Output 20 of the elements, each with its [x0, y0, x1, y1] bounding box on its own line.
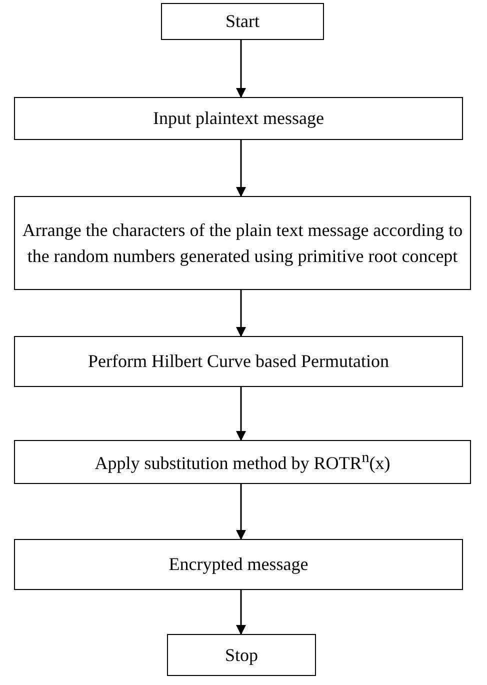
- process-box: [14, 196, 471, 290]
- terminal-box: [167, 634, 316, 676]
- node-text: Apply substitution method by ROTR$^{n}$(x): [94, 448, 390, 475]
- process-box: [14, 539, 463, 590]
- arrow: [236, 40, 246, 98]
- node-text: Perform Hilbert Curve based Permutation: [88, 350, 389, 374]
- arrow: [236, 387, 246, 441]
- node-text: Encrypted message: [168, 553, 308, 576]
- node-text: Start: [226, 10, 260, 34]
- process-box: [14, 440, 471, 484]
- arrow: [236, 290, 246, 337]
- arrow: [236, 484, 246, 540]
- arrow: [236, 140, 246, 197]
- node-text: Stop: [224, 644, 258, 667]
- node-text: Arrange the characters of the plain text message according to the random numbers generated using primitive root concept: [21, 218, 464, 268]
- terminal-box: [161, 3, 324, 40]
- process-box: [14, 97, 463, 140]
- process-box: [14, 336, 463, 387]
- arrow: [236, 590, 246, 635]
- node-text: Input plaintext message: [153, 107, 324, 130]
